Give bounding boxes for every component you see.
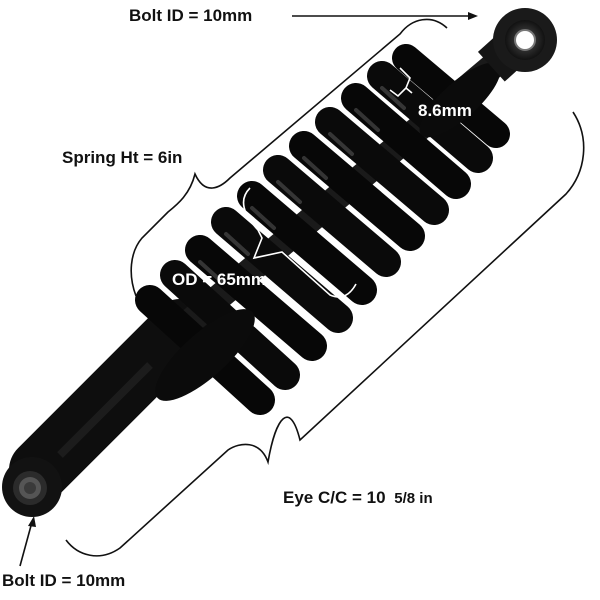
wire-diameter-bracket — [389, 67, 413, 98]
top-mounting-eye — [477, 8, 557, 82]
outer-diameter-label: OD = 65mm — [172, 270, 267, 289]
annotations — [19, 12, 585, 567]
eye-cc-fraction: 5/8 in — [394, 490, 433, 507]
top-bolt-arrow — [292, 12, 478, 20]
eye-center-to-center-label: Eye C/C = 10 5/8 in — [283, 488, 433, 508]
damper-body — [9, 299, 211, 501]
spring-height-brace — [130, 18, 448, 297]
shock-absorber — [2, 8, 557, 517]
bolt-id-bottom-label: Bolt ID = 10mm — [2, 571, 126, 590]
spring-height-label: Spring Ht = 6in — [62, 148, 183, 167]
eye-center-brace — [65, 111, 585, 557]
coil-spring — [135, 44, 510, 415]
wire-diameter-label: 8.6mm — [418, 101, 472, 120]
bottom-bolt-arrow — [19, 516, 36, 567]
bolt-id-top-label: Bolt ID = 10mm — [129, 6, 253, 25]
eye-cc-main: Eye C/C = 10 — [283, 488, 386, 507]
od-bracket — [242, 187, 357, 298]
bottom-mounting-eye — [2, 457, 62, 517]
white-annotations — [242, 67, 413, 298]
